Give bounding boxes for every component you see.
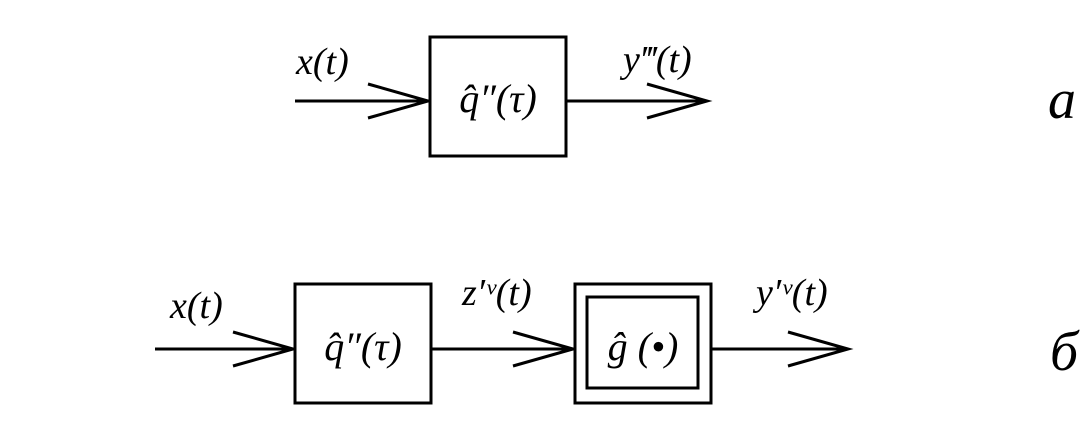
output-arrowhead-b xyxy=(787,330,854,368)
input-label-a: x(t) xyxy=(295,41,349,83)
input-arrowhead-b xyxy=(232,330,299,368)
part-letter-b: б xyxy=(1050,321,1080,383)
system-block-label-a: q̂″(τ) xyxy=(459,76,537,121)
input-arrowhead-a xyxy=(367,82,434,120)
nonlinear-block-inner xyxy=(585,295,700,390)
system-block-q-a xyxy=(428,35,568,158)
diagram-a: x(t) q̂″(τ) y‴(t) а xyxy=(295,35,1076,158)
output-label-b: y′ᵛ(t) xyxy=(752,272,828,314)
intermediate-label-b: z′ᵛ(t) xyxy=(461,272,532,314)
system-block-q-b xyxy=(293,282,433,405)
system-block-label-b: q̂″(τ) xyxy=(324,324,402,369)
diagram-b: x(t) q̂″(τ) z′ᵛ(t) ĝ (•) y′ᵛ(t) б xyxy=(155,272,1080,405)
part-letter-a: а xyxy=(1048,69,1076,131)
nonlinear-block-label: ĝ (•) xyxy=(608,324,679,369)
intermediate-arrowhead-b xyxy=(512,330,579,368)
output-arrowhead-a xyxy=(646,82,713,120)
output-label-a: y‴(t) xyxy=(619,39,692,81)
input-label-b: x(t) xyxy=(169,285,223,327)
